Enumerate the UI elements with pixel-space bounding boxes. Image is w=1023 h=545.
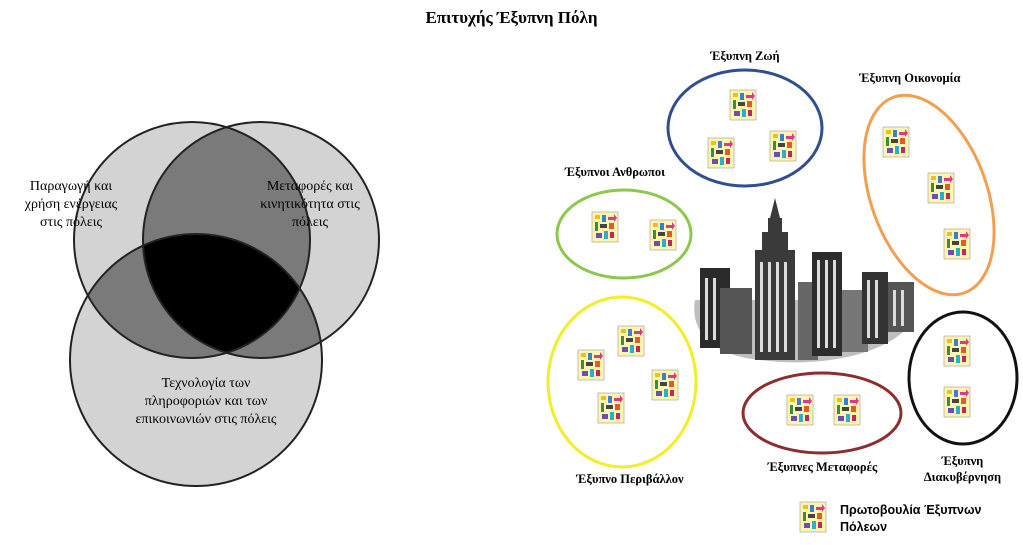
legend-icon — [799, 501, 827, 533]
legend-label: Πρωτοβουλία Έξυπνων Πόλεων — [840, 502, 1010, 536]
smart-city-initiative-icon — [927, 172, 955, 204]
label-smart-mobility: Έξυπνες Μεταφορές — [767, 460, 878, 474]
smart-city-initiative-icon — [833, 394, 861, 426]
label-smart-governance-line1: Έξυπνη — [941, 454, 984, 468]
smart-city-initiative-icon — [577, 349, 605, 381]
smart-city-initiative-icon — [882, 126, 910, 158]
legend-label-line2: Πόλεων — [840, 520, 888, 534]
label-smart-living: Έξυπνη Ζωή — [710, 49, 780, 63]
ellipse-smart-mobility — [741, 371, 903, 455]
smart-city-initiative-icon — [707, 137, 735, 169]
ellipse-smart-people — [555, 188, 693, 280]
venn-label-energy: Παραγωγή και χρήση ενέργειας στις πόλεις — [24, 179, 118, 230]
overlap-center — [143, 234, 310, 358]
smart-city-initiative-icon — [943, 228, 971, 260]
legend-label-line1: Πρωτοβουλία Έξυπνων — [840, 503, 982, 517]
label-smart-environment: Έξυπνο Περιβάλλον — [576, 472, 684, 486]
venn-label-ict: Τεχνολογία των πληροφοριών και των επικο… — [135, 376, 277, 427]
smart-city-initiative-icon — [943, 335, 971, 367]
ellipse-smart-governance — [907, 310, 1019, 446]
ellipse-smart-environment — [546, 295, 698, 469]
smart-city-initiative-icon — [943, 386, 971, 418]
smart-city-initiative-icon — [617, 325, 645, 357]
page-title: Επιτυχής Έξυπνη Πόλη — [425, 8, 598, 27]
venn-label-transport: Μεταφορές και κινητικότητα στις πόλεις — [260, 179, 360, 230]
ellipse-smart-living — [666, 68, 824, 188]
smart-city-initiative-icon — [729, 89, 757, 121]
smart-city-initiative-icon — [649, 219, 677, 251]
smart-city-initiative-icon — [651, 369, 679, 401]
city-skyline-image — [694, 198, 914, 363]
label-smart-people: Έξυπνοι Ανθρωποι — [564, 165, 666, 179]
venn-diagram — [69, 121, 380, 487]
ellipse-smart-economy — [862, 93, 996, 297]
label-smart-governance-line2: Διακυβέρνηση — [923, 470, 1002, 484]
smart-city-initiative-icon — [786, 394, 814, 426]
smart-city-initiative-icon — [597, 392, 625, 424]
smart-city-initiative-icon — [769, 130, 797, 162]
label-smart-economy: Έξυπνη Οικονομία — [859, 71, 961, 85]
smart-city-initiative-icon — [591, 211, 619, 243]
label-smart-governance: Έξυπνη Διακυβέρνηση — [905, 453, 1020, 485]
